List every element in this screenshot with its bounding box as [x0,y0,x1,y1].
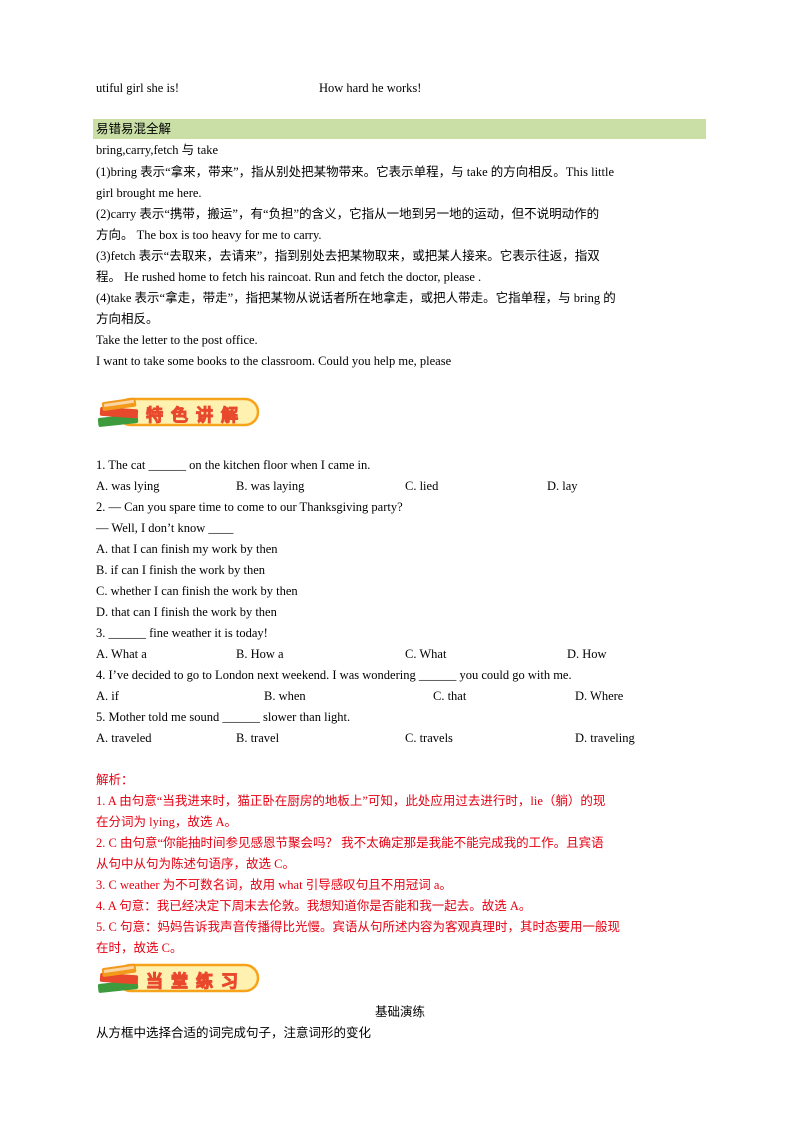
explanation-line: 方向。 The box is too heavy for me to carry… [96,228,322,242]
explanation-line: (1)bring 表示“拿来，带来”，指从别处把某物带来。它表示单程，与 tak… [96,165,615,179]
option: C. that [433,689,467,703]
explanation-line: Take the letter to the post office. [96,333,258,347]
question-4: 4. I’ve decided to go to London next wee… [96,668,572,682]
analysis-line: 3. C weather 为不可数名词，故用 what 引导感叹句且不用冠词 a… [96,878,452,892]
question-3: 3. ______ fine weather it is today! [96,626,268,640]
question-1: 1. The cat ______ on the kitchen floor w… [96,458,371,472]
option: A. that I can finish my work by then [96,542,278,556]
question-2-response: — Well, I don’t know ____ [96,521,234,535]
option: D. Where [575,689,624,703]
explanation-line: 程。 He rushed home to fetch his raincoat.… [96,270,482,284]
explanation-line: 方向相反。 [96,312,159,326]
section-title: bring,carry,fetch 与 take [96,143,219,157]
explanation-line: girl brought me here. [96,186,202,200]
option: B. when [264,689,306,703]
option: D. that can I finish the work by then [96,605,277,619]
option: A. was lying [96,479,160,493]
analysis-line: 4. A 句意：我已经决定下周末去伦敦。我想知道你是否能和我一起去。故选 A。 [96,899,532,913]
explanation-line: (4)take 表示“拿走，带走”，指把某物从说话者所在地拿走，或把人带走。它指… [96,291,616,305]
option: B. was laying [236,479,305,493]
analysis-heading: 解析： [96,773,134,787]
explanation-line: I want to take some books to the classro… [96,354,452,368]
option: B. How a [236,647,284,661]
analysis-line: 在时，故选 C。 [96,941,183,955]
option: B. if can I finish the work by then [96,563,266,577]
option: D. How [567,647,607,661]
section-heading-bar [93,119,706,139]
feature-banner: 特色讲解 [96,392,261,434]
practice-banner: 当堂练习 [96,958,261,1000]
top-fragment-right: How hard he works! [319,81,422,95]
explanation-line: (2)carry 表示“携带，搬运”，有“负担”的含义，它指从一地到另一地的运动… [96,207,600,221]
option: C. What [405,647,447,661]
option: A. if [96,689,119,703]
top-fragment-left: utiful girl she is! [96,81,179,95]
analysis-line: 1. A 由句意“当我进来时，猫正卧在厨房的地板上”可知，此处应用过去进行时，l… [96,794,606,808]
practice-banner-label: 当堂练习 [146,972,246,993]
option: A. What a [96,647,147,661]
practice-subtitle: 基础演练 [374,1005,425,1019]
analysis-line: 在分词为 lying，故选 A。 [96,815,237,829]
books-icon [97,963,260,993]
option: C. lied [405,479,439,493]
question-2: 2. — Can you spare time to come to our T… [96,500,403,514]
option: C. travels [405,731,453,745]
question-5: 5. Mother told me sound ______ slower th… [96,710,351,724]
explanation-line: (3)fetch 表示“去取来，去请来”，指到别处去把某物取来，或把某人接来。它… [96,249,600,263]
option: C. whether I can finish the work by then [96,584,298,598]
practice-instruction: 从方框中选择合适的词完成句子，注意词形的变化 [96,1026,372,1040]
feature-banner-label: 特色讲解 [146,406,246,427]
section-heading: 易错易混全解 [96,122,172,136]
analysis-line: 从句中从句为陈述句语序，故选 C。 [96,857,295,871]
option: D. traveling [575,731,635,745]
books-icon [97,397,260,427]
option: B. travel [236,731,280,745]
option: A. traveled [96,731,152,745]
analysis-line: 5. C 句意：妈妈告诉我声音传播得比光慢。宾语从句所述内容为客观真理时，其时态… [96,920,620,934]
analysis-line: 2. C 由句意“你能抽时间参见感恩节聚会吗？ 我不太确定那是我能不能完成我的工… [96,836,604,850]
option: D. lay [547,479,578,493]
